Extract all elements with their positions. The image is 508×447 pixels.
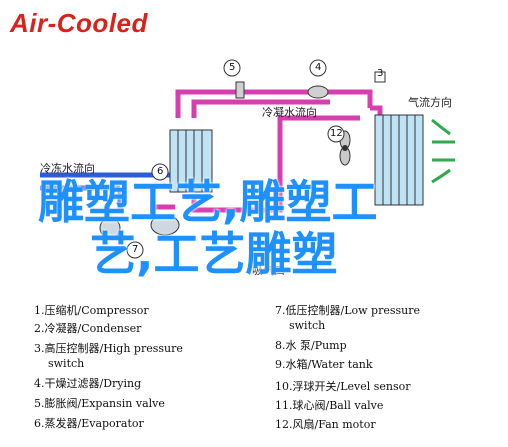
legend-left: 1.压缩机/Compressor 2.冷凝器/Condenser 3.高压控制器… [34,304,254,444]
legend-item: 12.风扇/Fan motor [275,418,376,431]
airflow-arrows [431,118,455,184]
callout-7 [126,241,144,259]
pump [99,217,121,239]
air-flow-label: 气流方向 [408,96,452,109]
evaporator [169,129,213,193]
watermark-overlay-line2: 艺,工艺雕塑 [90,227,338,281]
legend-item: 2.冷凝器/Condenser [34,322,142,335]
air-intake-label: 吸气口 [252,264,285,277]
legend-item: 1.压缩机/Compressor [34,304,149,317]
legend-item: 8.水 泵/Pump [275,339,347,352]
refrigeration-diagram [40,59,455,259]
page-title: Air-Cooled [10,8,148,38]
callout-12 [327,125,345,143]
watermark-overlay-line1: 雕塑工艺,雕塑工 [38,175,378,229]
legend-right: 7.低压控制器/Low pressure switch 8.水 泵/Pump 9… [275,304,500,444]
callout-number: 7 [132,244,139,255]
drying-filter [307,85,329,99]
legend-item: 4.干燥过滤器/Drying [34,377,142,390]
callout-number: 6 [157,166,164,177]
legend-item: 10.浮球开关/Level sensor [275,380,411,393]
refrigerant-piping [150,89,383,213]
callout-number: 4 [315,62,322,73]
legend-item: 7.低压控制器/Low pressure [275,304,420,317]
legend-item: switch [289,319,326,332]
legend-item: 11.球心阀/Ball valve [275,399,384,412]
legend-item: 6.蒸发器/Evaporator [34,417,144,430]
condenser-flow-label: 冷凝水流向 [262,106,317,119]
callout-4 [309,59,327,77]
callout-number: 3 [377,68,384,79]
legend-item: switch [48,357,85,370]
expansion-valve [235,81,245,99]
coolant-flow-label: 冷冻水流向 [40,162,95,175]
legend-item: 3.高压控制器/High pressure [34,342,183,355]
callout-5 [223,59,241,77]
callout-number: 5 [229,62,236,73]
legend-item: 5.膨胀阀/Expansin valve [34,397,165,410]
compressor [150,214,180,236]
condenser-coil [374,114,424,206]
legend-item: 9.水箱/Water tank [275,358,373,371]
level-sensor [374,71,386,83]
callout-6 [151,163,169,181]
callout-number: 12 [330,128,343,139]
